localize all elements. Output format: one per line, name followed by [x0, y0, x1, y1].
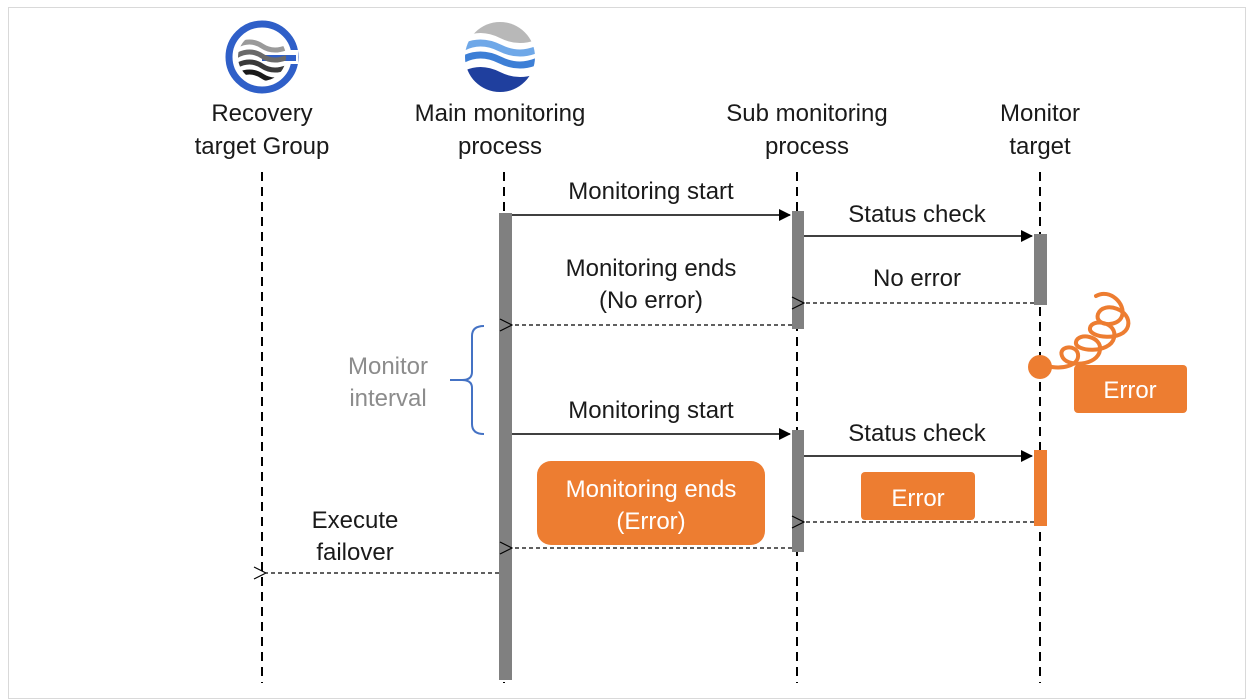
msg-monitoring-ends-ok-2: (No error): [599, 287, 703, 314]
participant-sub-name-2: process: [765, 133, 849, 160]
activation-target-error: [1034, 450, 1047, 526]
error-callout-box: [1074, 365, 1187, 413]
participant-sub-name-1: Sub monitoring: [726, 100, 887, 127]
monitor-interval-label-1: Monitor: [348, 353, 428, 380]
activation-main: [499, 213, 512, 680]
msg-status-check-1: Status check: [848, 201, 986, 228]
error-occurrence-dot: [1028, 355, 1052, 379]
waves-logo-icon: [465, 22, 535, 92]
msg-monitoring-start-1: Monitoring start: [568, 178, 734, 205]
msg-execute-failover-1: Execute: [312, 507, 399, 534]
error-reply-box: [861, 472, 975, 520]
participant-target-name-1: Monitor: [1000, 100, 1080, 127]
msg-monitoring-ends-err-1: Monitoring ends: [566, 476, 737, 503]
msg-status-check-2: Status check: [848, 420, 986, 447]
msg-no-error: No error: [873, 265, 961, 292]
participant-group-name-1: Recovery: [211, 100, 312, 127]
error-callout-text: Error: [1103, 377, 1156, 404]
error-spring-icon: [1046, 292, 1131, 370]
msg-monitoring-start-2: Monitoring start: [568, 397, 734, 424]
activation-target-1: [1034, 234, 1047, 305]
monitor-interval-label-2: interval: [349, 385, 426, 412]
participant-group-name-2: target Group: [195, 133, 330, 160]
activation-sub-1: [792, 211, 804, 329]
activation-sub-2: [792, 430, 804, 552]
msg-execute-failover-2: failover: [316, 539, 393, 566]
participant-main-name-1: Main monitoring: [415, 100, 586, 127]
monitor-interval-brace: [461, 325, 485, 435]
monitoring-ends-error-box: [537, 461, 765, 545]
msg-monitoring-ends-err-2: (Error): [616, 508, 685, 535]
participant-target-name-2: target: [1009, 133, 1071, 160]
cluster-logo-icon: [225, 20, 299, 94]
participant-main-name-2: process: [458, 133, 542, 160]
msg-error-reply: Error: [891, 485, 944, 512]
msg-monitoring-ends-ok-1: Monitoring ends: [566, 255, 737, 282]
